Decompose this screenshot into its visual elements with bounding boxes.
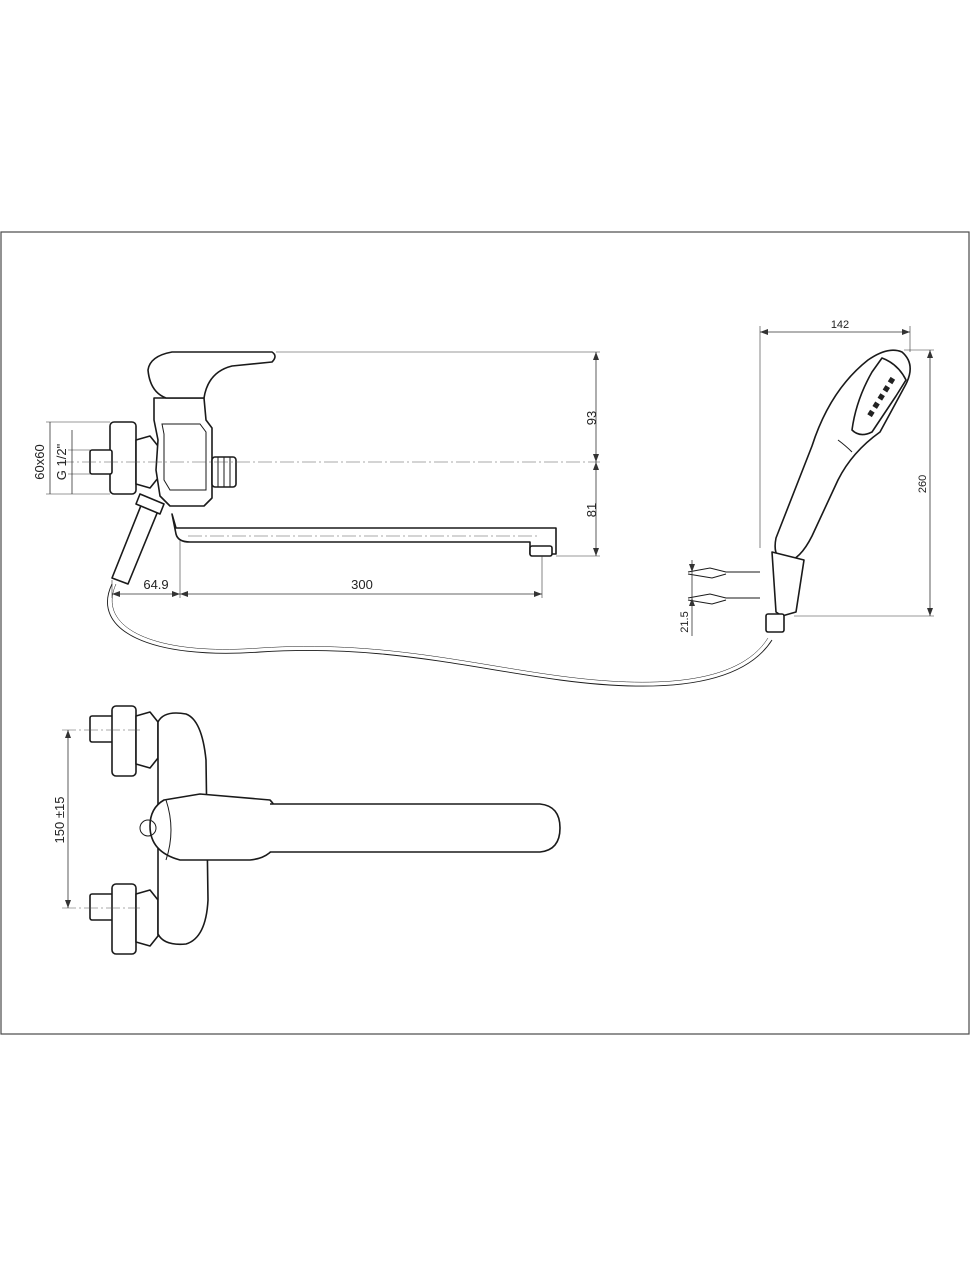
dim-offset: 64.9 — [143, 577, 168, 592]
top-spout — [270, 803, 561, 853]
mixer-side-view — [89, 351, 557, 585]
mixer-top-view — [89, 705, 561, 955]
dim-holder-spacing: 21.5 — [679, 611, 691, 632]
lever-handle — [147, 351, 276, 399]
shower-holder — [771, 551, 805, 617]
top-inlet-stub-upper — [89, 715, 115, 743]
dim-inlet-spacing: 150 ±15 — [52, 797, 67, 844]
drawing-frame — [0, 231, 970, 1035]
dim-height-upper: 93 — [584, 411, 599, 425]
top-knob — [139, 819, 157, 837]
aerator — [529, 545, 553, 557]
dim-thread: G 1/2" — [54, 443, 69, 480]
mixer-body — [153, 397, 213, 507]
dim-height-lower: 81 — [584, 503, 599, 517]
top-flange-lower — [111, 883, 137, 955]
handshower-face — [851, 357, 907, 436]
top-central-body — [149, 793, 280, 861]
dim-spout-length: 300 — [351, 577, 373, 592]
wall-plug-upper — [687, 567, 760, 573]
wall-plug-lower — [687, 593, 760, 599]
hose-nut — [765, 613, 785, 633]
top-flange-upper — [111, 705, 137, 777]
mixer-dimensions: 93 81 60x60 G 1/2" 64.9 300 — [32, 351, 600, 598]
top-view-dimensions: 150 ±15 — [52, 729, 140, 909]
shower-hose — [107, 583, 773, 687]
handshower-dimensions: 142 260 21.5 — [679, 319, 934, 636]
wall-flange — [109, 421, 137, 495]
handshower-side-view: ■ ■ ■ ■ ■ — [687, 349, 911, 633]
dim-connection-plate: 60x60 — [32, 444, 47, 479]
dim-handshower-length: 260 — [917, 475, 929, 493]
spout — [171, 513, 557, 555]
dim-handshower-width: 142 — [831, 319, 849, 331]
top-inlet-stub-lower — [89, 893, 115, 921]
body-detail — [161, 423, 207, 491]
